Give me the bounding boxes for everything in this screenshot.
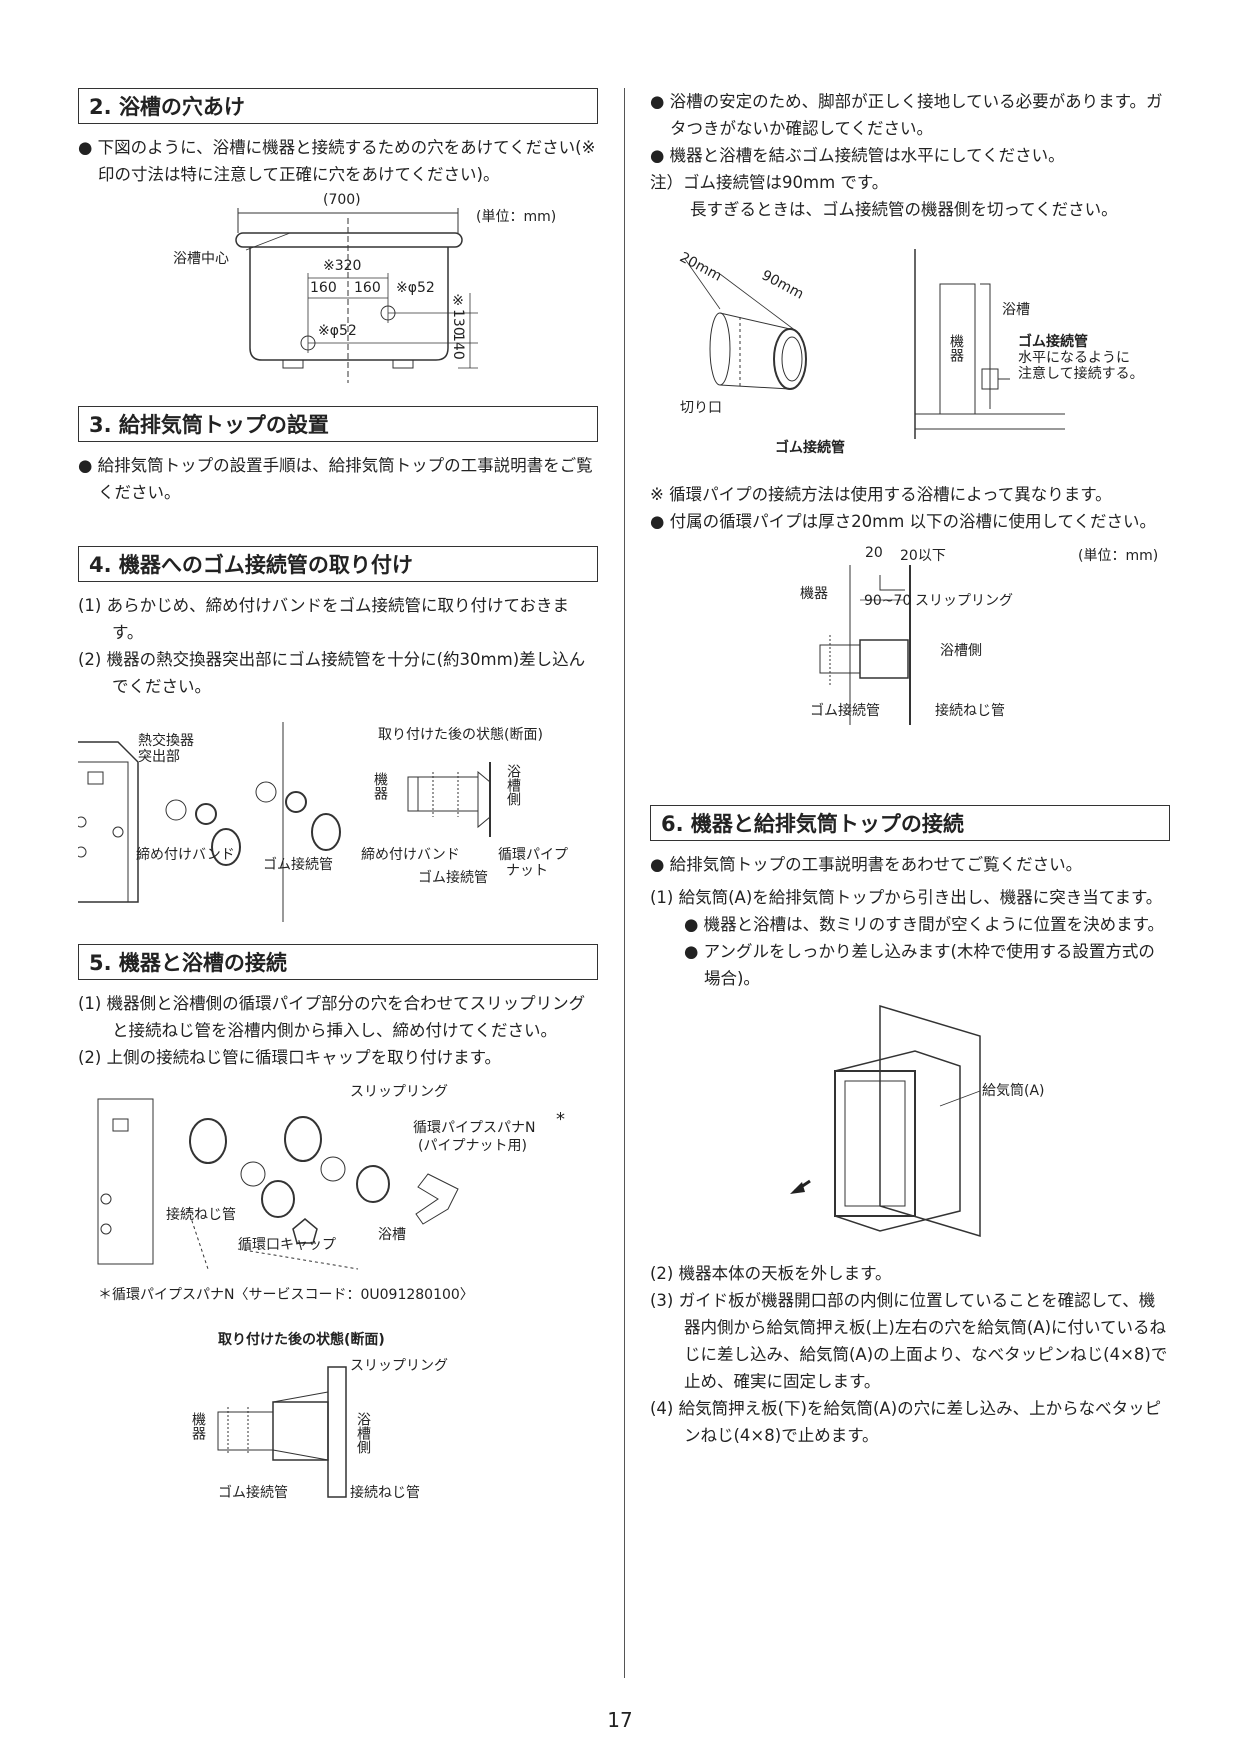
nut-label: 循環パイプ bbox=[498, 847, 568, 863]
after-section-diagram: 取り付けた後の状態(断面) スリップリング 機器 浴槽側 ゴム接続管 接続ねじ管 bbox=[78, 1327, 598, 1507]
tub-connection-drawing bbox=[97, 1098, 459, 1270]
page-number: 17 bbox=[607, 1708, 633, 1732]
rubber-pipe-drawing bbox=[78, 722, 491, 922]
air-duct-diagram: 給気筒(A) bbox=[650, 996, 1170, 1246]
note-90mm: 注）ゴム接続管は90mm です。 bbox=[650, 173, 889, 192]
width-700-label: (700) bbox=[323, 192, 361, 208]
section-2-title: 2. 浴槽の穴あけ bbox=[78, 88, 598, 124]
hx-label: 熱交換器 bbox=[138, 733, 194, 749]
level-label-2: 注意して接続する。 bbox=[1018, 366, 1144, 382]
yokuso-label: 浴槽側 bbox=[505, 764, 521, 806]
tub-hole-diagram: (単位：mm) (700) 浴槽中心 ※320 160 160 ※φ52 ※φ5… bbox=[78, 188, 598, 388]
tub-hole-drawing bbox=[235, 208, 478, 383]
phi52a-label: ※φ52 bbox=[396, 280, 435, 296]
section-6-sub-1: ● 機器と浴槽は、数ミリのすき間が空くように位置を決めます。 bbox=[684, 915, 1164, 934]
section-5-item-1: (1) 機器側と浴槽側の循環パイプ部分の穴を合わせてスリップリングと接続ねじ管を… bbox=[78, 994, 586, 1040]
kiki-label: 機器 bbox=[372, 772, 388, 800]
section-6-item-1: (1) 給気筒(A)を給排気筒トップから引き出し、機器に突き当てます。 bbox=[650, 888, 1163, 907]
rubber-pipe-length-drawing bbox=[684, 249, 1065, 439]
after-section-title: 取り付けた後の状態(断面) bbox=[218, 1332, 385, 1348]
unit-label-2: (単位：mm) bbox=[1078, 548, 1159, 564]
section-6-bullet: ● 給排気筒トップの工事説明書をあわせてご覧ください。 bbox=[650, 855, 1083, 874]
hx-protrusion-label: 突出部 bbox=[138, 749, 180, 765]
phi52b-label: ※φ52 bbox=[318, 323, 357, 339]
dim-320-label: ※320 bbox=[323, 258, 362, 274]
spanner-footnote: ＊循環パイプスパナN〈サービスコード：0U091280100〉 bbox=[98, 1287, 474, 1303]
level-label-1: 水平になるように bbox=[1018, 350, 1130, 366]
slip-ring-label-2: スリップリング bbox=[915, 593, 1013, 609]
rubber-pipe-length-diagram: 20mm 90mm 切り口 ゴム接続管 機器 浴槽 ゴム接続管 水平になるように… bbox=[650, 239, 1170, 469]
stability-bullet: ● 浴槽の安定のため、脚部が正しく接地している必要があります。ガタつきがないか確… bbox=[650, 92, 1163, 138]
rubber-label-3: ゴム接続管 bbox=[810, 703, 880, 719]
cap-label: 循環口キャップ bbox=[238, 1237, 336, 1253]
column-divider bbox=[624, 88, 625, 1678]
dim-140-label: 140 bbox=[450, 333, 466, 360]
spanner-label: 循環パイプスパナN bbox=[413, 1120, 536, 1136]
dim-20-label: 20 bbox=[865, 545, 883, 561]
spanner-sub-label: (パイプナット用) bbox=[418, 1138, 527, 1154]
section-3-bullet: ● 給排気筒トップの設置手順は、給排気筒トップの工事説明書をご覧ください。 bbox=[78, 456, 593, 502]
yokuso-label-2: 浴槽側 bbox=[940, 643, 982, 659]
section-6-item-2: (2) 機器本体の天板を外します。 bbox=[650, 1264, 892, 1283]
screw-label-2: 接続ねじ管 bbox=[935, 703, 1005, 719]
tub-connection-diagram: スリップリング 循環パイプスパナN * (パイプナット用) 接続ねじ管 循環口キ… bbox=[78, 1079, 598, 1274]
band-label: 締め付けバンド bbox=[136, 847, 235, 863]
rubber-pipe-label-2: ゴム接続管 bbox=[1018, 334, 1088, 350]
rubber-label-2: ゴム接続管 bbox=[418, 870, 488, 886]
rubber-pipe-diagram: 熱交換器 突出部 締め付けバンド ゴム接続管 取り付けた後の状態(断面) 機器 … bbox=[78, 722, 598, 922]
yokuso-side-label: 浴槽 bbox=[1002, 302, 1030, 318]
section-6-sub-2: ● アングルをしっかり差し込みます(木枠で使用する設置方式の場合)。 bbox=[684, 942, 1155, 988]
after-screw-label: 接続ねじ管 bbox=[350, 1485, 420, 1501]
left-column: 2. 浴槽の穴あけ ● 下図のように、浴槽に機器と接続するための穴をあけてくださ… bbox=[78, 88, 598, 1507]
section-2-bullet: ● 下図のように、浴槽に機器と接続するための穴をあけてください(※印の寸法は特に… bbox=[78, 138, 596, 184]
tub-label: 浴槽 bbox=[378, 1227, 406, 1243]
kiki-side-label: 機器 bbox=[948, 334, 964, 362]
cut-label: 切り口 bbox=[680, 400, 722, 416]
air-duct-drawing bbox=[790, 1004, 981, 1238]
after-section-drawing bbox=[217, 1366, 347, 1498]
range-label: 90~70 bbox=[864, 593, 912, 609]
section-5-title: 5. 機器と浴槽の接続 bbox=[78, 944, 598, 980]
nut-label-2: ナット bbox=[506, 863, 548, 879]
dim-160a-label: 160 bbox=[310, 280, 337, 296]
dim-130-label: ※130 bbox=[450, 293, 466, 336]
after-kiki-label: 機器 bbox=[190, 1412, 206, 1440]
air-duct-label: 給気筒(A) bbox=[982, 1083, 1045, 1099]
pipe-thickness-drawing bbox=[819, 565, 911, 725]
section-3-title: 3. 給排気筒トップの設置 bbox=[78, 406, 598, 442]
horizontal-bullet: ● 機器と浴槽を結ぶゴム接続管は水平にしてください。 bbox=[650, 146, 1065, 165]
section-6-item-4: (4) 給気筒押え板(下)を給気筒(A)の穴に差し込み、上からなべタッピンねじ(… bbox=[650, 1399, 1162, 1445]
kiki-label-2: 機器 bbox=[800, 586, 828, 602]
unit-label: (単位：mm) bbox=[476, 209, 557, 225]
tub-center-label: 浴槽中心 bbox=[173, 251, 229, 267]
section-6-title: 6. 機器と給排気筒トップの接続 bbox=[650, 805, 1170, 841]
rubber-label: ゴム接続管 bbox=[263, 857, 333, 873]
after-yokuso-label: 浴槽側 bbox=[355, 1412, 371, 1454]
section-4-title: 4. 機器へのゴム接続管の取り付け bbox=[78, 546, 598, 582]
thickness-bullet: ● 付属の循環パイプは厚さ20mm 以下の浴槽に使用してください。 bbox=[650, 512, 1157, 531]
section-5-item-2: (2) 上側の接続ねじ管に循環口キャップを取り付けます。 bbox=[78, 1048, 501, 1067]
section-4-item-2: (2) 機器の熱交換器突出部にゴム接続管を十分に(約30mm)差し込んでください… bbox=[78, 650, 586, 696]
rubber-pipe-label: ゴム接続管 bbox=[775, 440, 845, 456]
dim-160b-label: 160 bbox=[354, 280, 381, 296]
dim-20-max-label: 20以下 bbox=[900, 548, 946, 564]
section-6-item-3: (3) ガイド板が機器開口部の内側に位置していることを確認して、機器内側から給気… bbox=[650, 1291, 1168, 1391]
note-cut: 長すぎるときは、ゴム接続管の機器側を切ってください。 bbox=[690, 200, 1118, 219]
screw-pipe-label: 接続ねじ管 bbox=[166, 1207, 236, 1223]
right-column: ● 浴槽の安定のため、脚部が正しく接地している必要があります。ガタつきがないか確… bbox=[650, 88, 1170, 1449]
pipe-thickness-diagram: 20 20以下 (単位：mm) 機器 90~70 スリップリング 浴槽側 ゴム接… bbox=[650, 545, 1170, 745]
after-rubber-label: ゴム接続管 bbox=[218, 1485, 288, 1501]
method-note: ※ 循環パイプの接続方法は使用する浴槽によって異なります。 bbox=[650, 485, 1112, 504]
section-4-item-1: (1) あらかじめ、締め付けバンドをゴム接続管に取り付けておきます。 bbox=[78, 596, 569, 642]
slip-ring-label: スリップリング bbox=[350, 1084, 448, 1100]
after-slip-label: スリップリング bbox=[350, 1358, 448, 1374]
after-state-label: 取り付けた後の状態(断面) bbox=[378, 727, 543, 743]
spanner-asterisk: * bbox=[556, 1109, 565, 1130]
band-label-2: 締め付けバンド bbox=[361, 847, 460, 863]
